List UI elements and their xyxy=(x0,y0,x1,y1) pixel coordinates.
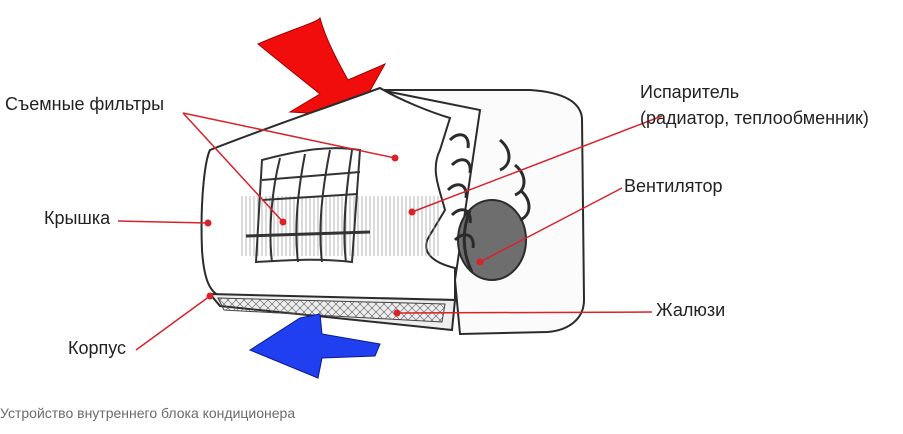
leader-filters-lower xyxy=(182,112,284,223)
leader-fan xyxy=(479,187,623,263)
evaporator-fins xyxy=(240,196,440,256)
label-louvers: Жалюзи xyxy=(656,300,726,320)
leader-cover xyxy=(117,220,209,224)
figure-caption: Устройство внутреннего блока кондиционер… xyxy=(0,405,296,421)
label-evaporator-detail: (радиатор, теплообменник) xyxy=(640,108,869,128)
fan-wheel xyxy=(457,199,527,281)
leader-filters-upper xyxy=(182,112,396,159)
leader-housing xyxy=(135,295,211,351)
air-intake-arrow xyxy=(257,16,387,117)
leader-evaporator xyxy=(411,115,663,213)
label-removable-filters: Съемные фильтры xyxy=(5,94,165,114)
leader-dots xyxy=(204,154,484,317)
label-fan: Вентилятор xyxy=(624,176,723,196)
louver-grille xyxy=(217,297,446,323)
label-evaporator: Испаритель xyxy=(640,82,740,102)
leader-louvers xyxy=(396,311,653,314)
evaporator-coil xyxy=(446,133,531,249)
label-housing: Корпус xyxy=(68,338,127,358)
filter-frame xyxy=(245,147,371,264)
air-outflow-arrow xyxy=(248,313,381,379)
leader-lines xyxy=(117,112,663,351)
air-conditioner-diagram xyxy=(117,16,663,379)
label-cover: Крышка xyxy=(44,208,111,228)
